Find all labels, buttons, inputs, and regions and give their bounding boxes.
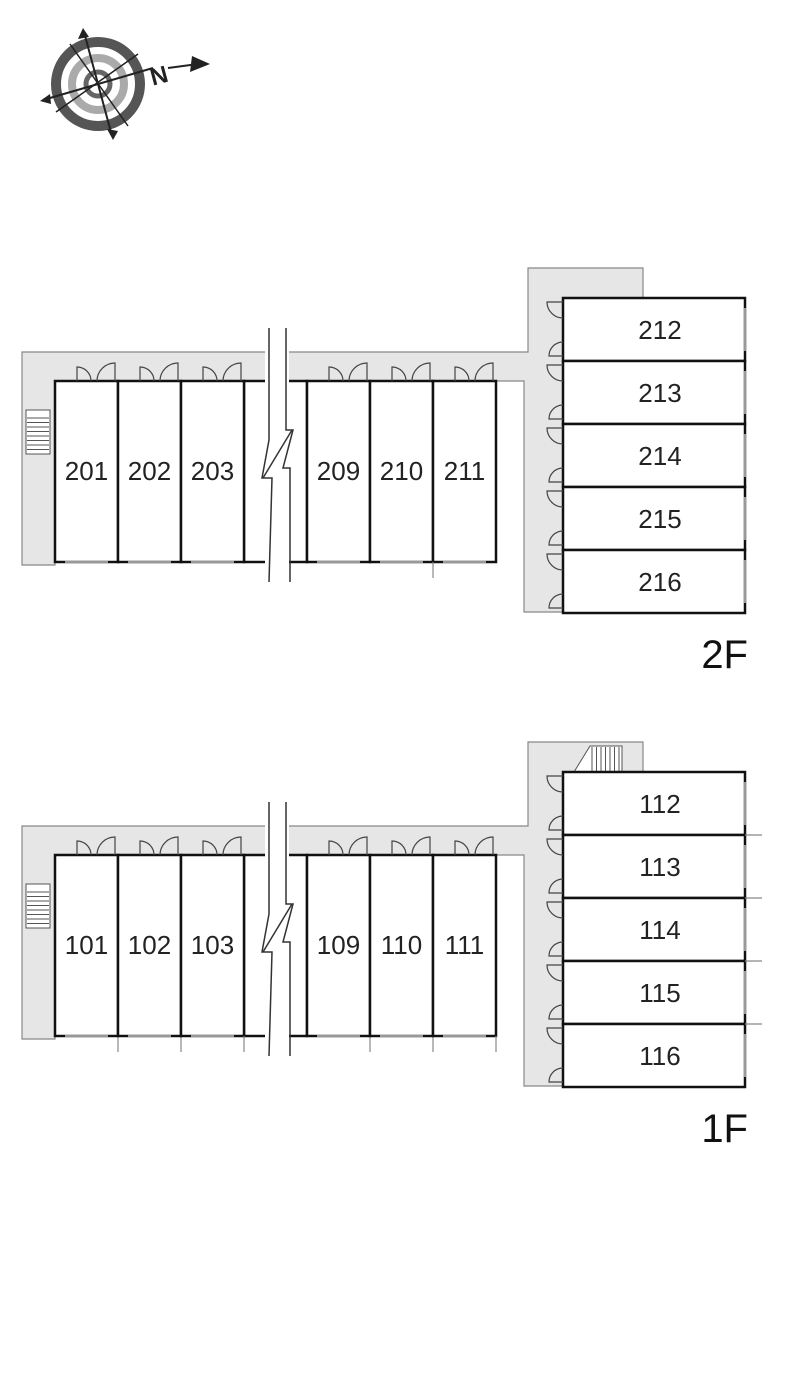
break-symbol bbox=[261, 328, 294, 583]
door-icon bbox=[474, 836, 494, 856]
door-icon bbox=[474, 362, 494, 382]
unit-111 bbox=[431, 853, 498, 1038]
door-icon bbox=[348, 836, 368, 856]
door-icon bbox=[546, 775, 564, 793]
unit-202 bbox=[116, 379, 183, 564]
unit-214 bbox=[561, 422, 747, 489]
unit-212 bbox=[561, 296, 747, 363]
unit-216 bbox=[561, 548, 747, 615]
door-icon bbox=[139, 840, 155, 856]
unit-label: 203 bbox=[191, 456, 234, 486]
door-icon bbox=[548, 1004, 564, 1020]
unit-label: 110 bbox=[381, 930, 422, 960]
door-icon bbox=[222, 362, 242, 382]
door-icon bbox=[96, 362, 116, 382]
unit-201 bbox=[53, 379, 120, 564]
door-icon bbox=[328, 366, 344, 382]
door-icon bbox=[546, 364, 564, 382]
unit-215 bbox=[561, 485, 747, 552]
door-icon bbox=[546, 964, 564, 982]
door-icon bbox=[546, 490, 564, 508]
door-icon bbox=[159, 362, 179, 382]
door-icon bbox=[159, 836, 179, 856]
unit-label: 103 bbox=[191, 930, 234, 960]
unit-211 bbox=[431, 379, 498, 564]
door-icon bbox=[139, 366, 155, 382]
unit-label: 209 bbox=[317, 456, 360, 486]
door-icon bbox=[548, 593, 564, 609]
unit-label: 213 bbox=[638, 378, 681, 408]
door-icon bbox=[546, 901, 564, 919]
unit-109 bbox=[305, 853, 372, 1038]
unit-115 bbox=[561, 959, 747, 1026]
unit-label: 216 bbox=[638, 567, 681, 597]
unit-label: 111 bbox=[445, 930, 485, 960]
unit-103 bbox=[179, 853, 246, 1038]
unit-label: 101 bbox=[65, 930, 108, 960]
door-icon bbox=[548, 341, 564, 357]
unit-label: 114 bbox=[639, 915, 680, 945]
unit-label: 215 bbox=[638, 504, 681, 534]
unit-label: 201 bbox=[65, 456, 108, 486]
door-icon bbox=[96, 836, 116, 856]
compass-icon bbox=[40, 28, 210, 140]
floor-1f: 101 102 103 109 110 111 112 113 114 115 116 1F bbox=[21, 741, 762, 1151]
door-icon bbox=[391, 840, 407, 856]
unit-213 bbox=[561, 359, 747, 426]
floor-2f: 201 202 203 209 210 211 212 213 214 215 216 2F bbox=[21, 267, 748, 677]
door-icon bbox=[76, 840, 92, 856]
unit-203 bbox=[179, 379, 246, 564]
door-icon bbox=[411, 362, 431, 382]
door-icon bbox=[76, 366, 92, 382]
door-icon bbox=[222, 836, 242, 856]
unit-label: 210 bbox=[380, 456, 423, 486]
break-symbol bbox=[261, 802, 294, 1057]
door-icon bbox=[454, 840, 470, 856]
staircase-icon bbox=[25, 409, 51, 455]
door-icon bbox=[391, 366, 407, 382]
unit-116 bbox=[561, 1022, 747, 1089]
compass-north-label: N bbox=[147, 61, 171, 92]
unit-label: 116 bbox=[639, 1041, 680, 1071]
door-icon bbox=[546, 553, 564, 571]
unit-label: 214 bbox=[638, 441, 681, 471]
door-icon bbox=[548, 1067, 564, 1083]
floor-label: 2F bbox=[701, 633, 748, 677]
door-icon bbox=[202, 366, 218, 382]
door-icon bbox=[348, 362, 368, 382]
unit-label: 112 bbox=[639, 789, 680, 819]
unit-102 bbox=[116, 853, 183, 1038]
door-icon bbox=[548, 941, 564, 957]
unit-label: 109 bbox=[317, 930, 360, 960]
staircase-icon bbox=[25, 883, 51, 929]
door-icon bbox=[546, 301, 564, 319]
unit-label: 102 bbox=[128, 930, 171, 960]
door-icon bbox=[548, 530, 564, 546]
door-icon bbox=[546, 838, 564, 856]
floor-label: 1F bbox=[701, 1107, 748, 1151]
door-icon bbox=[546, 427, 564, 445]
door-icon bbox=[328, 840, 344, 856]
door-icon bbox=[548, 404, 564, 420]
unit-label: 115 bbox=[639, 978, 680, 1008]
door-icon bbox=[548, 878, 564, 894]
staircase-icon bbox=[573, 745, 623, 773]
door-icon bbox=[202, 840, 218, 856]
unit-label: 211 bbox=[444, 456, 485, 486]
door-icon bbox=[546, 1027, 564, 1045]
unit-label: 202 bbox=[128, 456, 171, 486]
door-icon bbox=[548, 467, 564, 483]
door-icon bbox=[548, 815, 564, 831]
unit-label: 113 bbox=[639, 852, 680, 882]
door-icon bbox=[454, 366, 470, 382]
unit-209 bbox=[305, 379, 372, 564]
unit-label: 212 bbox=[638, 315, 681, 345]
door-icon bbox=[411, 836, 431, 856]
